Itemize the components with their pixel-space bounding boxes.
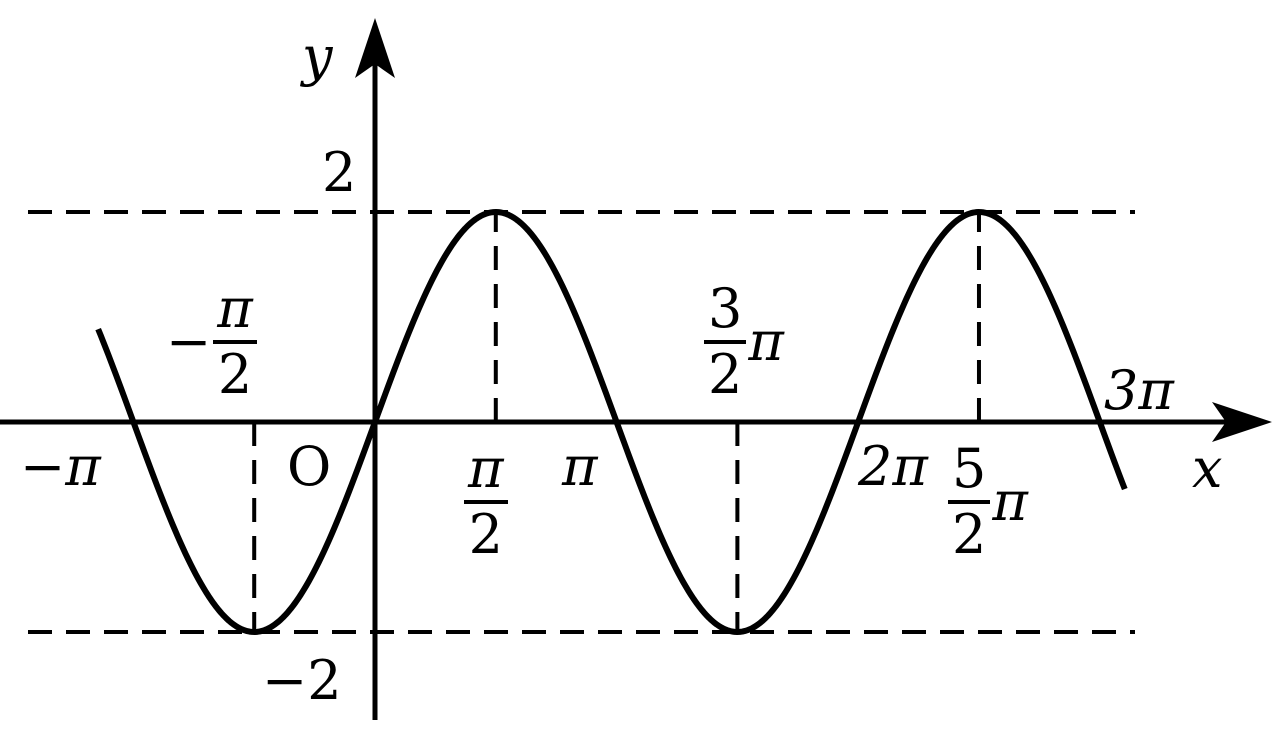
y-axis-label: y: [302, 25, 333, 88]
y-tick-label-2: 2: [322, 141, 357, 204]
fraction-numerator: π: [464, 442, 508, 504]
x-tick-label-3pi: 3π: [1104, 359, 1174, 422]
y-tick-label-neg2: −2: [262, 649, 342, 712]
x-tick-label-pi: π: [562, 435, 598, 498]
x-axis-arrowhead: [1212, 402, 1272, 442]
fraction-denominator: 2: [468, 503, 503, 566]
fraction-suffix: π: [992, 470, 1028, 533]
fraction-denominator: 2: [708, 343, 743, 406]
y-axis-arrowhead: [355, 18, 395, 78]
fraction-numerator: 5: [948, 442, 991, 504]
fraction-numerator: π: [213, 282, 257, 344]
fraction-denominator: 2: [217, 343, 253, 406]
fraction-denominator: 2: [952, 503, 987, 566]
fraction-suffix: π: [748, 310, 784, 373]
sine-curve: [95, 209, 1128, 635]
x-tick-label-2pi: 2π: [858, 435, 928, 498]
x-tick-label-neg-pi: −π: [20, 435, 101, 498]
fraction-numerator: 3: [704, 282, 747, 344]
fraction-sign: −: [166, 310, 212, 373]
x-axis-label: x: [1192, 437, 1223, 500]
origin-label: O: [287, 435, 332, 498]
